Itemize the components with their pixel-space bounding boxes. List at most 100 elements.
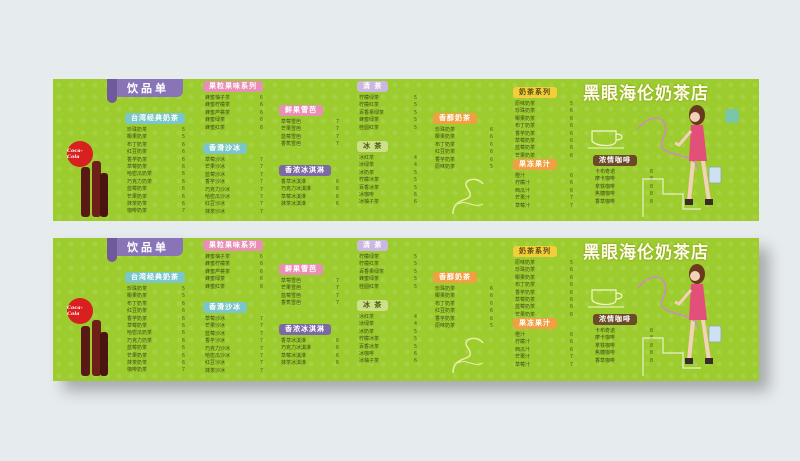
menu-item-price: 6 bbox=[489, 315, 493, 322]
menu-item-name: 柠檬红茶 bbox=[359, 261, 380, 268]
menu-item-name: 芒果奶茶 bbox=[127, 193, 148, 200]
menu-item-price: 6 bbox=[335, 338, 339, 344]
coca-cola-logo: Coca-Cola bbox=[67, 298, 93, 324]
menu-item-name: 桂圆红茶 bbox=[359, 283, 380, 290]
menu-item-price: 7 bbox=[259, 360, 263, 367]
menu-item-price: 7 bbox=[181, 208, 185, 215]
menu-item-name: 蜂蜜柠檬茶 bbox=[205, 102, 231, 109]
menu-item-price: 7 bbox=[335, 285, 339, 292]
category-label: 冰 茶 bbox=[357, 141, 389, 152]
menu-item-name: 布丁奶茶 bbox=[127, 300, 148, 307]
menu-item-price: 5 bbox=[413, 328, 417, 335]
menu-item-name: 哈密瓜沙冰 bbox=[205, 193, 231, 200]
menu-item-name: 椰果奶茶 bbox=[127, 293, 148, 300]
menu-item-price: 6 bbox=[259, 268, 263, 275]
menu-item-name: 草莓奶茶 bbox=[127, 322, 148, 329]
menu-item-name: 冰红茶 bbox=[359, 314, 375, 320]
menu-item-name: 巧克力沙冰 bbox=[205, 345, 231, 352]
menu-item-price: 8 bbox=[649, 198, 653, 205]
menu-item-price: 5 bbox=[413, 283, 417, 290]
menu-item-price: 6 bbox=[259, 95, 263, 101]
menu-item-price: 6 bbox=[181, 345, 185, 352]
menu-item-price: 5 bbox=[489, 322, 493, 329]
menu-item-name: 蜂蜜柚子茶 bbox=[205, 254, 231, 260]
menu-item-price: 6 bbox=[181, 352, 185, 359]
menu-item-name: 咖啡奶茶 bbox=[127, 367, 148, 374]
menu-item-price: 5 bbox=[413, 177, 417, 184]
menu-item-name: 西瓜汁 bbox=[515, 346, 531, 353]
menu-item-name: 草莓冰淇淋 bbox=[281, 352, 307, 359]
category-label: 香醇奶茶 bbox=[433, 272, 477, 283]
menu-item-price: 8 bbox=[649, 357, 653, 364]
menu-item-price: 6 bbox=[181, 315, 185, 322]
category-label: 清 茶 bbox=[357, 240, 389, 251]
menu-item-name: 草莓雪芭 bbox=[281, 278, 302, 284]
menu-item-name: 珍珠奶茶 bbox=[435, 127, 456, 133]
menu-item: 咖啡奶茶 7 bbox=[127, 208, 185, 215]
menu-item-name: 珍珠奶茶 bbox=[127, 286, 148, 292]
menu-item-name: 巧克力冰淇淋 bbox=[281, 186, 312, 193]
menu-item-price: 5 bbox=[413, 117, 417, 124]
menu-item-name: 摩卡咖啡 bbox=[595, 176, 616, 183]
menu-item-price: 6 bbox=[181, 337, 185, 344]
menu-item-name: 哈密瓜奶茶 bbox=[127, 330, 153, 337]
menu-item-name: 草莓汁 bbox=[515, 361, 531, 368]
menu-item-name: 香蕉雪芭 bbox=[281, 141, 302, 148]
menu-item-price: 8 bbox=[649, 191, 653, 198]
menu-item-price: 5 bbox=[413, 343, 417, 350]
menu-item-name: 蓝莓沙冰 bbox=[205, 330, 226, 337]
menu-item-price: 6 bbox=[569, 274, 573, 281]
menu-item-price: 4 bbox=[413, 155, 417, 161]
menu-item-name: 芒果奶茶 bbox=[515, 311, 536, 318]
menu-item: 蜂蜜芦荟茶 6 bbox=[205, 269, 263, 276]
menu-item-price: 6 bbox=[181, 141, 185, 148]
menu-item-name: 椰果奶茶 bbox=[515, 115, 536, 122]
menu-item-name: 蜂蜜芦荟茶 bbox=[205, 268, 231, 275]
menu-item-price: 6 bbox=[259, 283, 263, 290]
menu-item-price: 5 bbox=[413, 95, 417, 101]
menu-item-price: 5 bbox=[413, 169, 417, 176]
menu-item-name: 芒果沙冰 bbox=[205, 164, 226, 171]
menu-item-name: 咖啡奶茶 bbox=[127, 208, 148, 215]
menu-item-name: 柠檬冰茶 bbox=[359, 336, 380, 343]
menu-item-name: 珍珠奶茶 bbox=[515, 267, 536, 274]
menu-item-name: 原味奶茶 bbox=[435, 322, 456, 329]
menu-item-price: 7 bbox=[335, 278, 339, 284]
menu-item-price: 6 bbox=[489, 127, 493, 133]
menu-item-name: 香芋奶茶 bbox=[515, 289, 536, 296]
menu-item-price: 6 bbox=[569, 289, 573, 296]
menu-item-price: 6 bbox=[181, 156, 185, 163]
menu-item-name: 布丁奶茶 bbox=[435, 141, 456, 148]
menu-item-name: 珍珠奶茶 bbox=[515, 108, 536, 115]
menu-item-name: 巧克力冰淇淋 bbox=[281, 345, 312, 352]
menu-item-name: 蓝莓奶茶 bbox=[515, 145, 536, 152]
